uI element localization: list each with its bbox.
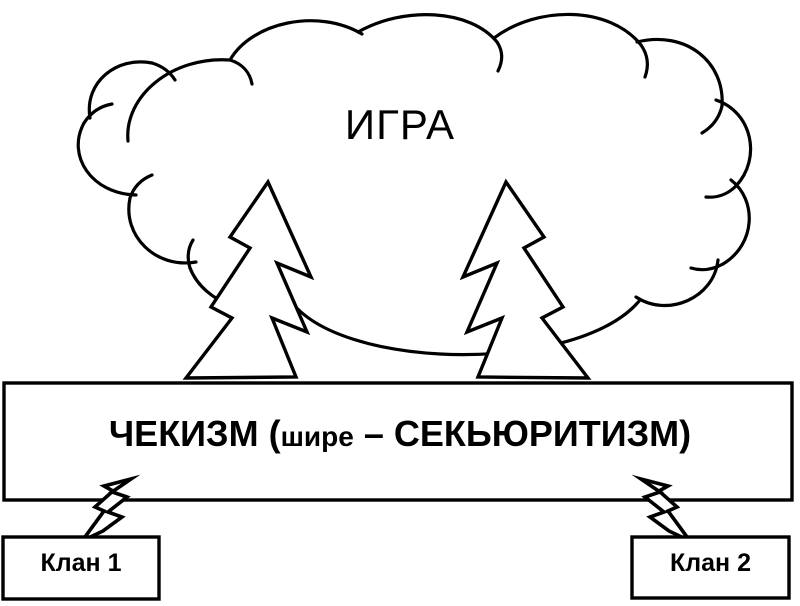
main-box-label-part-3: – [353,413,394,454]
main-box-label: ЧЕКИЗМ (шире – СЕКЬЮРИТИЗМ) [0,416,800,452]
clan-2-box [630,535,791,600]
clan-2-label: Клан 2 [670,549,751,577]
lightning-bolt-cloud-left [182,178,315,380]
main-box-label-part-4: СЕКЬЮРИТИЗМ) [393,413,692,454]
cloud-label: ИГРА [344,101,456,148]
main-box-rect [2,381,794,502]
clan-1-label: Клан 1 [40,549,122,577]
clan-1-box [1,535,161,601]
cloud-shape [76,12,753,357]
lightning-bolt-cloud-right [459,178,592,380]
main-box-label-part-1: ЧЕКИЗМ ( [108,413,281,454]
main-box-label-part-2: шире [280,421,354,452]
